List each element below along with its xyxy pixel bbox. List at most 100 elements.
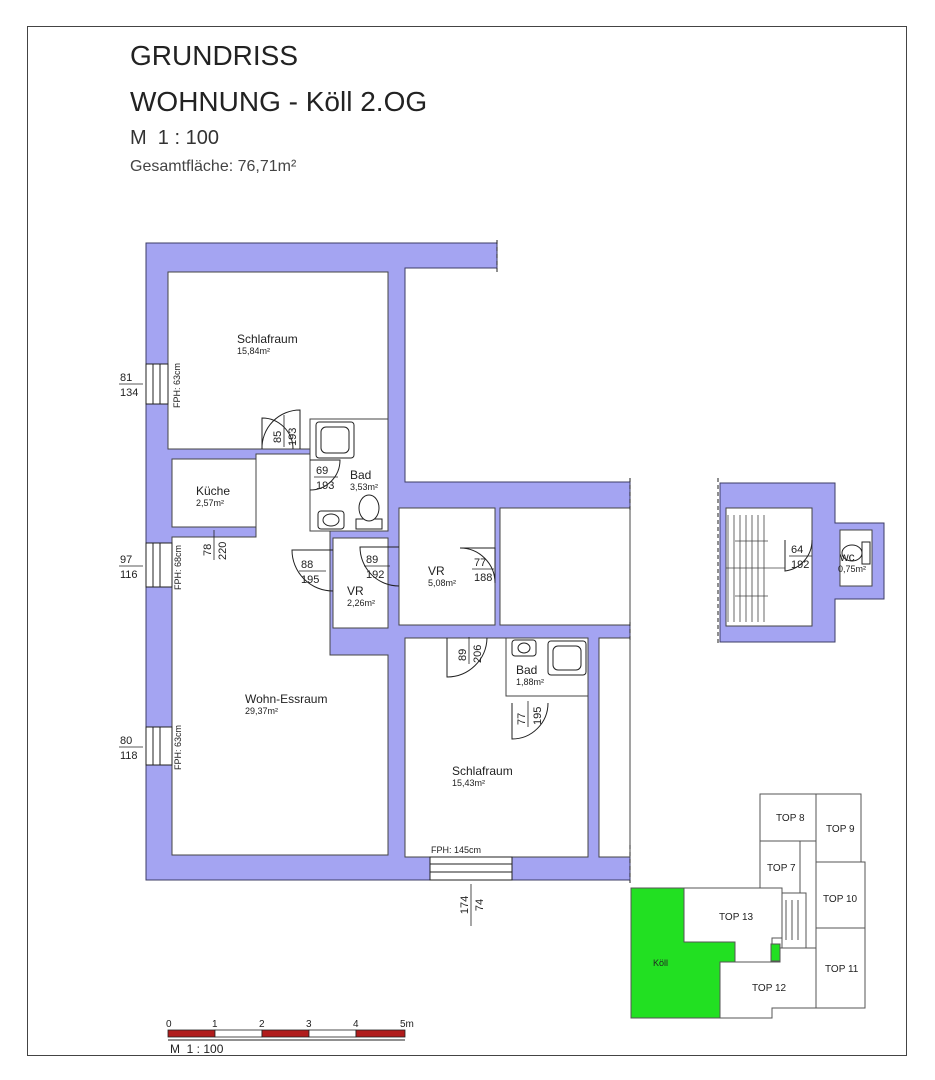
window-1 [145, 363, 169, 405]
door-5-height: 192 [366, 569, 384, 581]
window-4-width: 174 [459, 896, 471, 914]
door-9-height: 192 [791, 559, 809, 571]
drawing-title: GRUNDRISS [130, 40, 299, 71]
door-1-leaf [261, 409, 301, 450]
room-interiors [167, 271, 873, 858]
window-3-fph: FPH: 63cm [173, 725, 183, 770]
scalebar-caption: M 1 : 100 [170, 1042, 224, 1056]
window-3-height: 118 [120, 750, 138, 762]
door-2-width: 69 [316, 465, 328, 477]
keyplan-unit-top11 [815, 927, 866, 1009]
window-2 [145, 542, 173, 588]
door-8-swing [511, 702, 549, 740]
room-area: 3,53m² [350, 482, 378, 492]
room-name: wc [839, 550, 855, 564]
door-5-width: 89 [366, 554, 378, 566]
keyplan-unit-top9 [815, 793, 862, 863]
room-name: Küche [196, 484, 230, 498]
scalebar-segment [308, 1029, 357, 1038]
total-area: Gesamtfläche: 76,71m² [130, 158, 297, 175]
wc-toilet-bowl-icon [841, 544, 863, 562]
wc-toilet-tank-icon [861, 541, 871, 565]
door-6-swing [459, 547, 496, 584]
room-name: Bad [350, 468, 371, 482]
window-3 [145, 726, 173, 766]
window-dimensions: 81 134 97 116 80 118 174 74 [119, 372, 486, 926]
room-area: 2,57m² [196, 498, 224, 508]
scalebar-tick-label: 2 [259, 1019, 265, 1030]
keyplan-unit-top7 [759, 840, 801, 894]
window-1-width: 81 [120, 372, 132, 384]
keyplan-label-top13: TOP 13 [719, 912, 754, 923]
door-4-width: 88 [301, 559, 313, 571]
room-area: 5,08m² [428, 578, 456, 588]
door-8-width: 77 [516, 713, 528, 725]
scalebar-tick-label: 0 [166, 1019, 172, 1030]
door-4-swing [291, 549, 334, 592]
room-area: 15,84m² [237, 346, 270, 356]
toilet-bowl-icon [358, 494, 380, 522]
window-2-width: 97 [120, 554, 132, 566]
apartment-name: WOHNUNG - Köll 2.OG [130, 86, 428, 117]
room-area: 2,26m² [347, 598, 375, 608]
door-2-swing [309, 459, 341, 491]
room-name: VR [347, 584, 364, 598]
room-wohn-essraum [171, 453, 389, 856]
door-2-height: 193 [316, 480, 334, 492]
window-4-fph: FPH: 145cm [431, 845, 481, 855]
scalebar-tick-label: 4 [353, 1019, 359, 1030]
room-area: 15,43m² [452, 778, 485, 788]
door-1-height: 193 [287, 428, 299, 446]
shower-tray-2-inner-icon [552, 645, 582, 671]
door-4-height: 195 [301, 574, 319, 586]
room-name: Wohn-Essraum [245, 692, 327, 706]
door-7-width: 89 [457, 649, 469, 661]
scalebar-segment [167, 1029, 216, 1038]
room-stairwell [499, 507, 631, 626]
keyplan-label-koell: Köll [653, 958, 668, 968]
window-frame [145, 726, 173, 766]
door-1-swing [261, 417, 294, 450]
keyplan-label-top9: TOP 9 [826, 824, 855, 835]
staircase-treads [726, 515, 785, 622]
windows [145, 363, 513, 881]
room-area: 29,37m² [245, 706, 278, 716]
keyplan-label-top10: TOP 10 [823, 894, 858, 905]
keyplan-label-top12: TOP 12 [752, 983, 787, 994]
doors [261, 409, 813, 740]
room-labels: Schlafraum 15,84m² Küche 2,57m² Bad 3,53… [196, 332, 866, 788]
shower-tray-inner-icon [320, 426, 350, 454]
scalebar-segment [261, 1029, 310, 1038]
window-2-fph: FPH: 68cm [173, 545, 183, 590]
keyplan-unit-koell [630, 887, 736, 1019]
washbasin-bowl-icon [322, 513, 340, 527]
door-8-height: 195 [532, 707, 544, 725]
scalebar-segment [355, 1029, 406, 1038]
room-name: Schlafraum [237, 332, 298, 346]
window-frame [429, 856, 513, 881]
door-5-swing [359, 546, 400, 587]
scalebar-tick-label: 1 [212, 1019, 218, 1030]
room-vr-2 [398, 507, 496, 626]
key-plan: TOP 8 TOP 9 TOP 7 TOP 10 TOP 13 Köll TOP… [630, 793, 866, 1019]
window-sill-heights: FPH: 63cm FPH: 68cm FPH: 63cm FPH: 145cm [172, 363, 481, 855]
room-name: Schlafraum [452, 764, 513, 778]
door-7-height: 206 [472, 645, 484, 663]
window-3-width: 80 [120, 735, 132, 747]
room-corridor-right [598, 637, 631, 858]
window-4 [429, 856, 513, 881]
window-frame [145, 363, 169, 405]
door-9-width: 64 [791, 544, 803, 556]
fixtures [315, 421, 871, 676]
window-2-height: 116 [120, 569, 138, 581]
washbasin-2-bowl-icon [517, 642, 531, 654]
drawing-sheet-frame [27, 26, 907, 1056]
door-1-width: 85 [272, 431, 284, 443]
scalebar-segment [214, 1029, 263, 1038]
window-1-height: 134 [120, 387, 138, 399]
room-area: 0,75m² [838, 564, 866, 574]
scalebar-tick-label: 5m [400, 1019, 414, 1030]
keyplan-label-top7: TOP 7 [767, 863, 796, 874]
room-area: 1,88m² [516, 677, 544, 687]
